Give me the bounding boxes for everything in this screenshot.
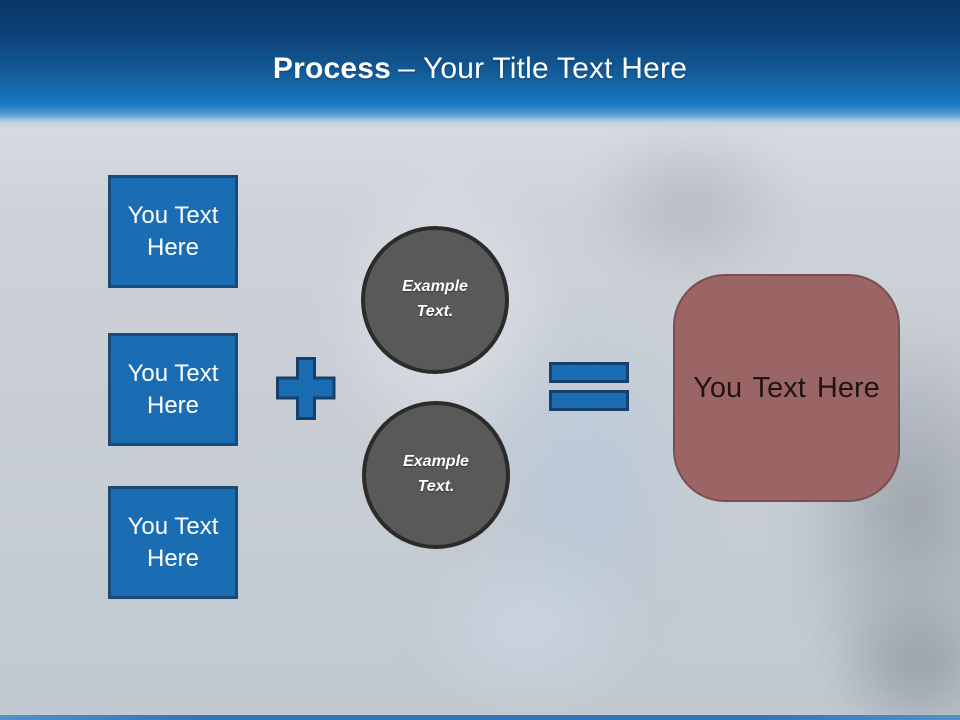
process-step-label: You Text Here [127,512,219,572]
process-step-box-1[interactable]: You Text Here [108,175,238,288]
plus-icon[interactable] [276,357,336,420]
result-box-label: You Text Here [693,371,880,404]
slide-title-subtitle: – Your Title Text Here [398,52,688,85]
title-bar: Process– Your Title Text Here [0,0,960,128]
equals-bar-top [549,362,629,383]
footer-accent-bar [0,715,960,720]
process-step-label: You Text Here [127,201,219,261]
equals-icon[interactable] [549,362,629,411]
example-circle-label: Example Text. [403,453,469,495]
example-circle-2[interactable]: Example Text. [362,401,510,549]
result-box[interactable]: You Text Here [673,274,900,502]
process-step-box-2[interactable]: You Text Here [108,333,238,446]
slide-title: Process– Your Title Text Here [0,52,960,86]
process-step-box-3[interactable]: You Text Here [108,486,238,599]
example-circle-label: Example Text. [402,278,468,320]
slide-title-keyword: Process [272,52,392,85]
example-circle-1[interactable]: Example Text. [361,226,509,374]
equals-bar-bottom [549,390,629,411]
process-step-label: You Text Here [127,359,219,419]
